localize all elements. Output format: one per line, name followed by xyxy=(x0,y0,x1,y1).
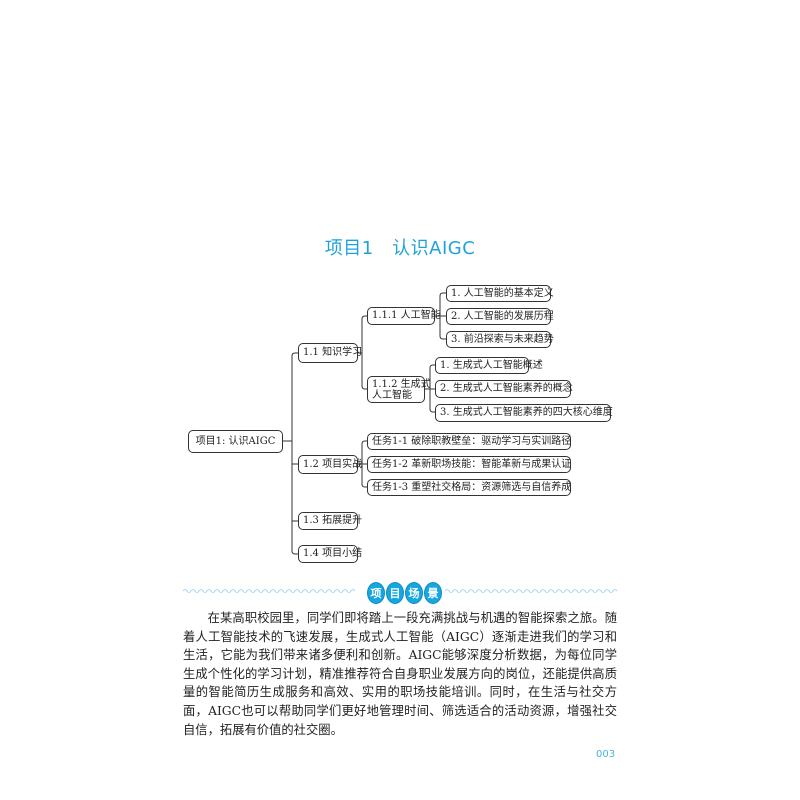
mindmap-leaf: 3. 生成式人工智能素养的四大核心维度 xyxy=(435,404,613,422)
mindmap-node-1-2: 1.2 项目实战 xyxy=(298,455,362,474)
mindmap-node-1-3: 1.3 拓展提升 xyxy=(298,512,362,530)
mindmap-leaf: 1. 人工智能的基本定义 xyxy=(446,285,554,302)
node-label-line2: 人工智能 xyxy=(372,390,412,401)
mindmap-leaf: 1. 生成式人工智能概述 xyxy=(435,357,543,374)
node-label-line1: 1.1.2 生成式 xyxy=(372,379,431,390)
mindmap-root: 项目1: 认识AIGC xyxy=(188,430,283,453)
badge-char: 场 xyxy=(405,582,423,604)
badge-char: 景 xyxy=(424,582,442,604)
chapter-title: 项目1 认识AIGC xyxy=(324,238,476,259)
badge-char: 目 xyxy=(386,582,404,604)
wavy-divider-right xyxy=(445,589,618,593)
badge-char: 项 xyxy=(367,582,385,604)
mindmap-node-1-4: 1.4 项目小结 xyxy=(298,545,362,563)
mindmap-node-1-1-2: 1.1.2 生成式 人工智能 xyxy=(367,376,431,403)
mindmap-node-1-1-1: 1.1.1 人工智能 xyxy=(367,307,441,325)
wavy-divider-left xyxy=(183,589,355,593)
mindmap-leaf: 3. 前沿探索与未来趋势 xyxy=(446,331,554,348)
scene-paragraph: 在某高职校园里，同学们即将踏上一段充满挑战与机遇的智能探索之旅。随着人工智能技术… xyxy=(183,611,617,737)
mindmap-node-1-1: 1.1 知识学习 xyxy=(298,343,362,363)
mindmap-leaf: 任务1-3 重塑社交格局：资源筛选与自信养成 xyxy=(367,479,571,496)
mindmap-leaf: 2. 生成式人工智能素养的概念 xyxy=(435,380,573,398)
page-number: 003 xyxy=(596,749,616,760)
mindmap-leaf: 任务1-2 革新职场技能：智能革新与成果认证 xyxy=(367,456,571,473)
mindmap-leaf: 2. 人工智能的发展历程 xyxy=(446,308,554,325)
section-badge-project-scene: 项 目 场 景 xyxy=(367,582,442,604)
mindmap-leaf: 任务1-1 破除职教壁垒：驱动学习与实训路径 xyxy=(367,433,571,450)
